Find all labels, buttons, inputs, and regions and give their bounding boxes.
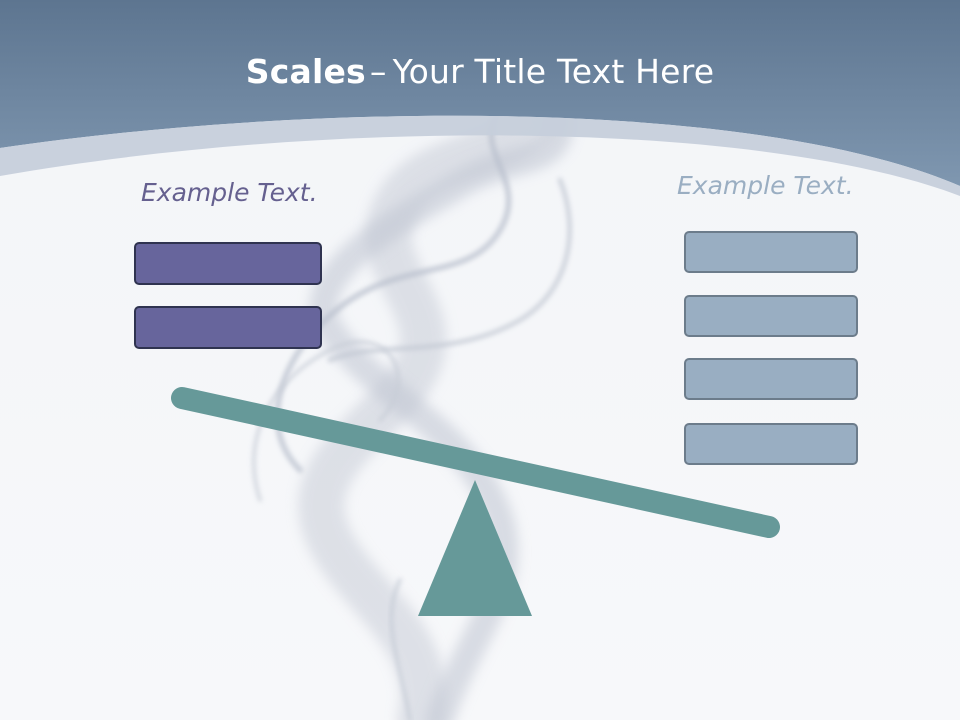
right-weight-box xyxy=(684,423,858,465)
right-weight-box xyxy=(684,295,858,337)
scale-beam xyxy=(171,387,780,538)
scale-fulcrum xyxy=(418,480,532,616)
header-highlight xyxy=(0,115,960,196)
right-example-label: Example Text. xyxy=(677,171,854,200)
left-example-label: Example Text. xyxy=(141,178,318,207)
header-band xyxy=(0,0,960,186)
right-weight-box xyxy=(684,358,858,400)
slide-title: Scales–Your Title Text Here xyxy=(0,52,960,91)
title-dash: – xyxy=(369,52,387,91)
left-weight-box xyxy=(134,242,322,285)
title-rest: Your Title Text Here xyxy=(392,52,715,91)
right-weight-box xyxy=(684,231,858,273)
title-bold: Scales xyxy=(245,52,366,91)
left-weight-box xyxy=(134,306,322,349)
